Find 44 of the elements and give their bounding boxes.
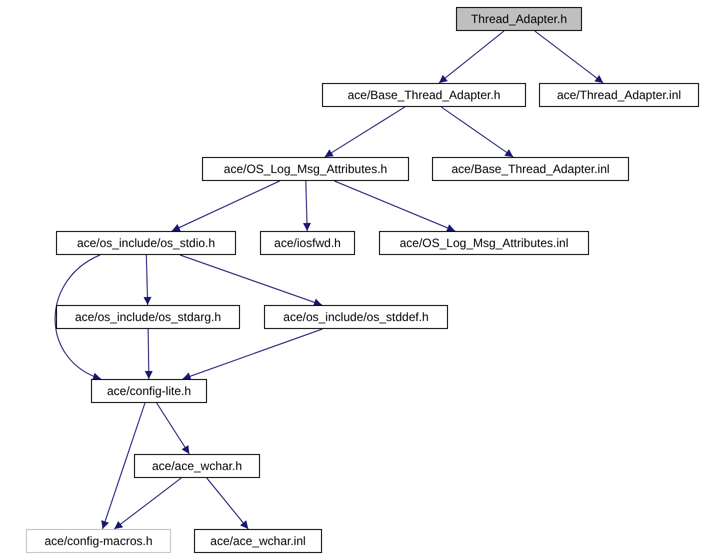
arrow bbox=[171, 180, 280, 232]
file-box bbox=[26, 529, 171, 553]
file-name: ace/ace_wchar.h bbox=[152, 459, 242, 473]
arrow bbox=[206, 478, 249, 530]
arrow bbox=[334, 180, 456, 232]
arrow bbox=[182, 328, 323, 380]
file-box bbox=[194, 529, 322, 553]
file-name: Thread_Adapter.h bbox=[470, 12, 568, 26]
arrow bbox=[302, 180, 311, 232]
file-box bbox=[56, 231, 236, 255]
file-name: ace/config-lite.h bbox=[106, 384, 192, 398]
file-box bbox=[539, 83, 699, 107]
file-box bbox=[134, 454, 260, 478]
arrow bbox=[534, 30, 604, 84]
arrow bbox=[324, 106, 406, 158]
arrow bbox=[438, 30, 504, 84]
file-box bbox=[264, 305, 448, 329]
file-name: ace/Thread_Adapter.inl bbox=[556, 88, 682, 102]
file-box bbox=[379, 231, 589, 255]
arrow bbox=[114, 478, 182, 530]
file-box bbox=[260, 231, 355, 255]
file-name: ace/iosfwd.h bbox=[274, 236, 341, 250]
arrow bbox=[440, 106, 514, 158]
file-box bbox=[456, 7, 582, 31]
file-box bbox=[202, 157, 409, 181]
arrow bbox=[54, 254, 102, 380]
file-name: ace/config-macros.h bbox=[44, 534, 153, 548]
file-box bbox=[322, 83, 526, 107]
file-name: ace/ace_wchar.inl bbox=[210, 534, 306, 548]
file-box bbox=[432, 157, 629, 181]
arrow bbox=[180, 254, 322, 306]
file-name: ace/os_include/os_stdarg.h bbox=[74, 310, 222, 324]
arrow bbox=[143, 254, 152, 306]
file-box bbox=[56, 305, 240, 329]
arrow bbox=[156, 402, 190, 454]
file-name: ace/OS_Log_Msg_Attributes.inl bbox=[400, 236, 568, 250]
arrow bbox=[144, 328, 153, 380]
file-name: ace/Base_Thread_Adapter.inl bbox=[451, 162, 610, 176]
arrow bbox=[101, 402, 146, 530]
file-name: ace/OS_Log_Msg_Attributes.h bbox=[224, 162, 388, 176]
file-name: ace/Base_Thread_Adapter.h bbox=[348, 88, 500, 102]
file-name: ace/os_include/os_stdio.h bbox=[76, 236, 216, 250]
file-box bbox=[91, 379, 207, 403]
file-name: ace/os_include/os_stddef.h bbox=[283, 310, 429, 324]
